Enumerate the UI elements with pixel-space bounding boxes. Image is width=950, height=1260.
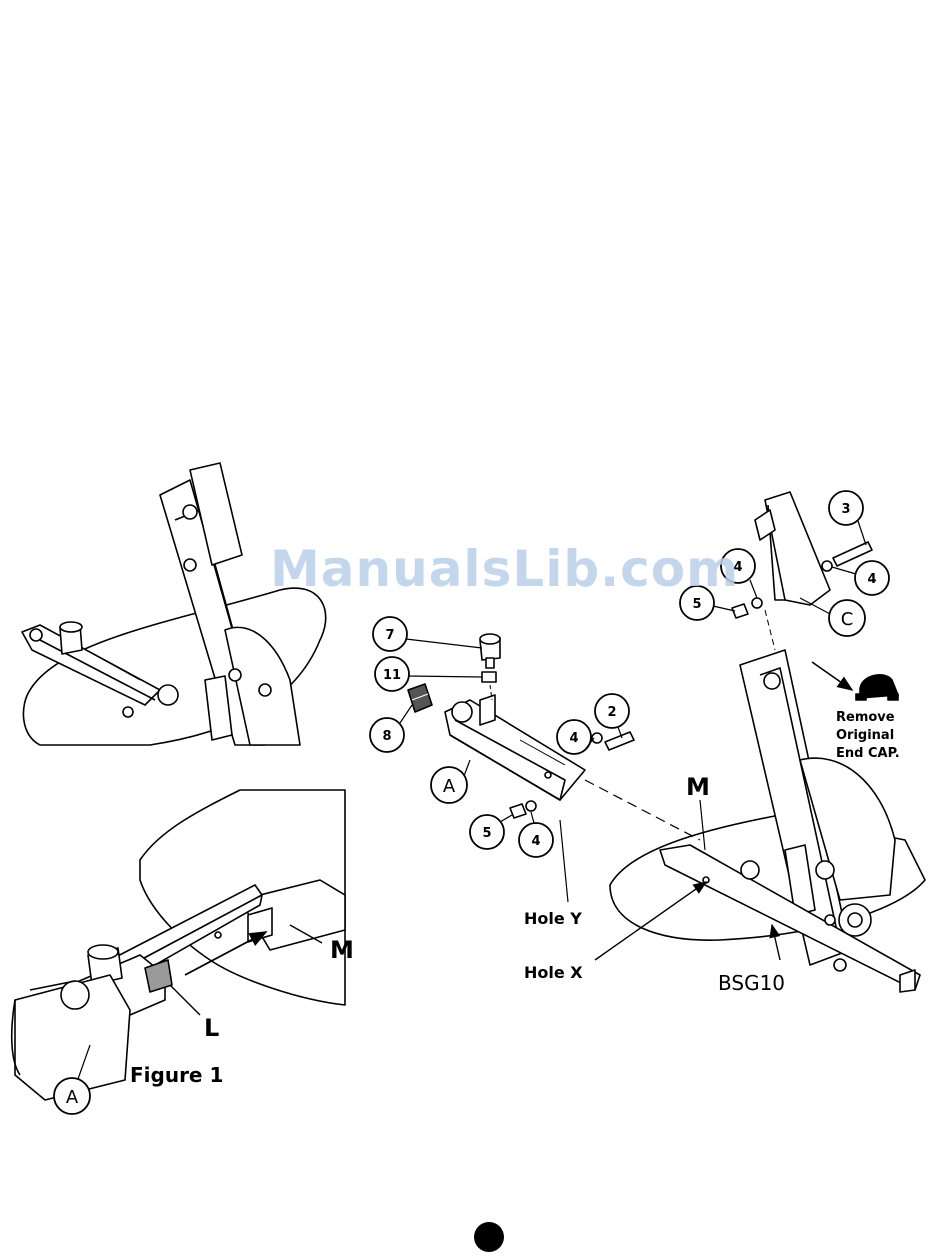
figure-1-caption: Figure 1 bbox=[130, 1063, 223, 1087]
washer-4-low bbox=[526, 801, 536, 811]
label-l: L bbox=[204, 1014, 219, 1042]
washer-4-top-left bbox=[752, 598, 762, 608]
end-cap-8 bbox=[408, 684, 432, 712]
label-hole-y: Hole Y bbox=[524, 909, 582, 928]
remove-label-line2: Original bbox=[836, 728, 894, 743]
bolt-2 bbox=[605, 732, 634, 750]
figure-1-view bbox=[12, 790, 345, 1100]
remove-label-line3: End CAP. bbox=[836, 746, 900, 761]
page-marker-dot bbox=[474, 1222, 504, 1252]
callout-2: 2 bbox=[607, 705, 616, 720]
callout-5-top: 5 bbox=[692, 597, 701, 612]
label-m-fig1: M bbox=[330, 936, 354, 964]
callout-11: 11 bbox=[383, 668, 401, 683]
label-bsg10: BSG10 bbox=[718, 971, 785, 995]
label-m-main: M bbox=[686, 773, 710, 801]
callout-8: 8 bbox=[382, 729, 391, 744]
washer-4-top-right bbox=[822, 561, 832, 571]
callout-5-low: 5 bbox=[482, 826, 491, 841]
watermark-text: ManualsLib.com bbox=[270, 540, 700, 598]
nut-5-low bbox=[510, 804, 526, 818]
callout-a-main: A bbox=[443, 776, 456, 797]
callout-4-top-right: 4 bbox=[867, 572, 876, 587]
assembly-a-roller bbox=[452, 702, 472, 722]
callout-4-mid: 4 bbox=[569, 731, 578, 746]
label-hole-x: Hole X bbox=[524, 963, 583, 982]
nut-11 bbox=[482, 672, 496, 682]
callout-a-fig1: A bbox=[66, 1087, 79, 1108]
top-left-assembly-view bbox=[22, 463, 326, 745]
remove-label-line1: Remove bbox=[836, 710, 895, 725]
callout-3: 3 bbox=[841, 502, 850, 517]
callout-c: C bbox=[841, 609, 854, 630]
callout-4-low: 4 bbox=[531, 834, 540, 849]
callout-7: 7 bbox=[385, 628, 394, 643]
